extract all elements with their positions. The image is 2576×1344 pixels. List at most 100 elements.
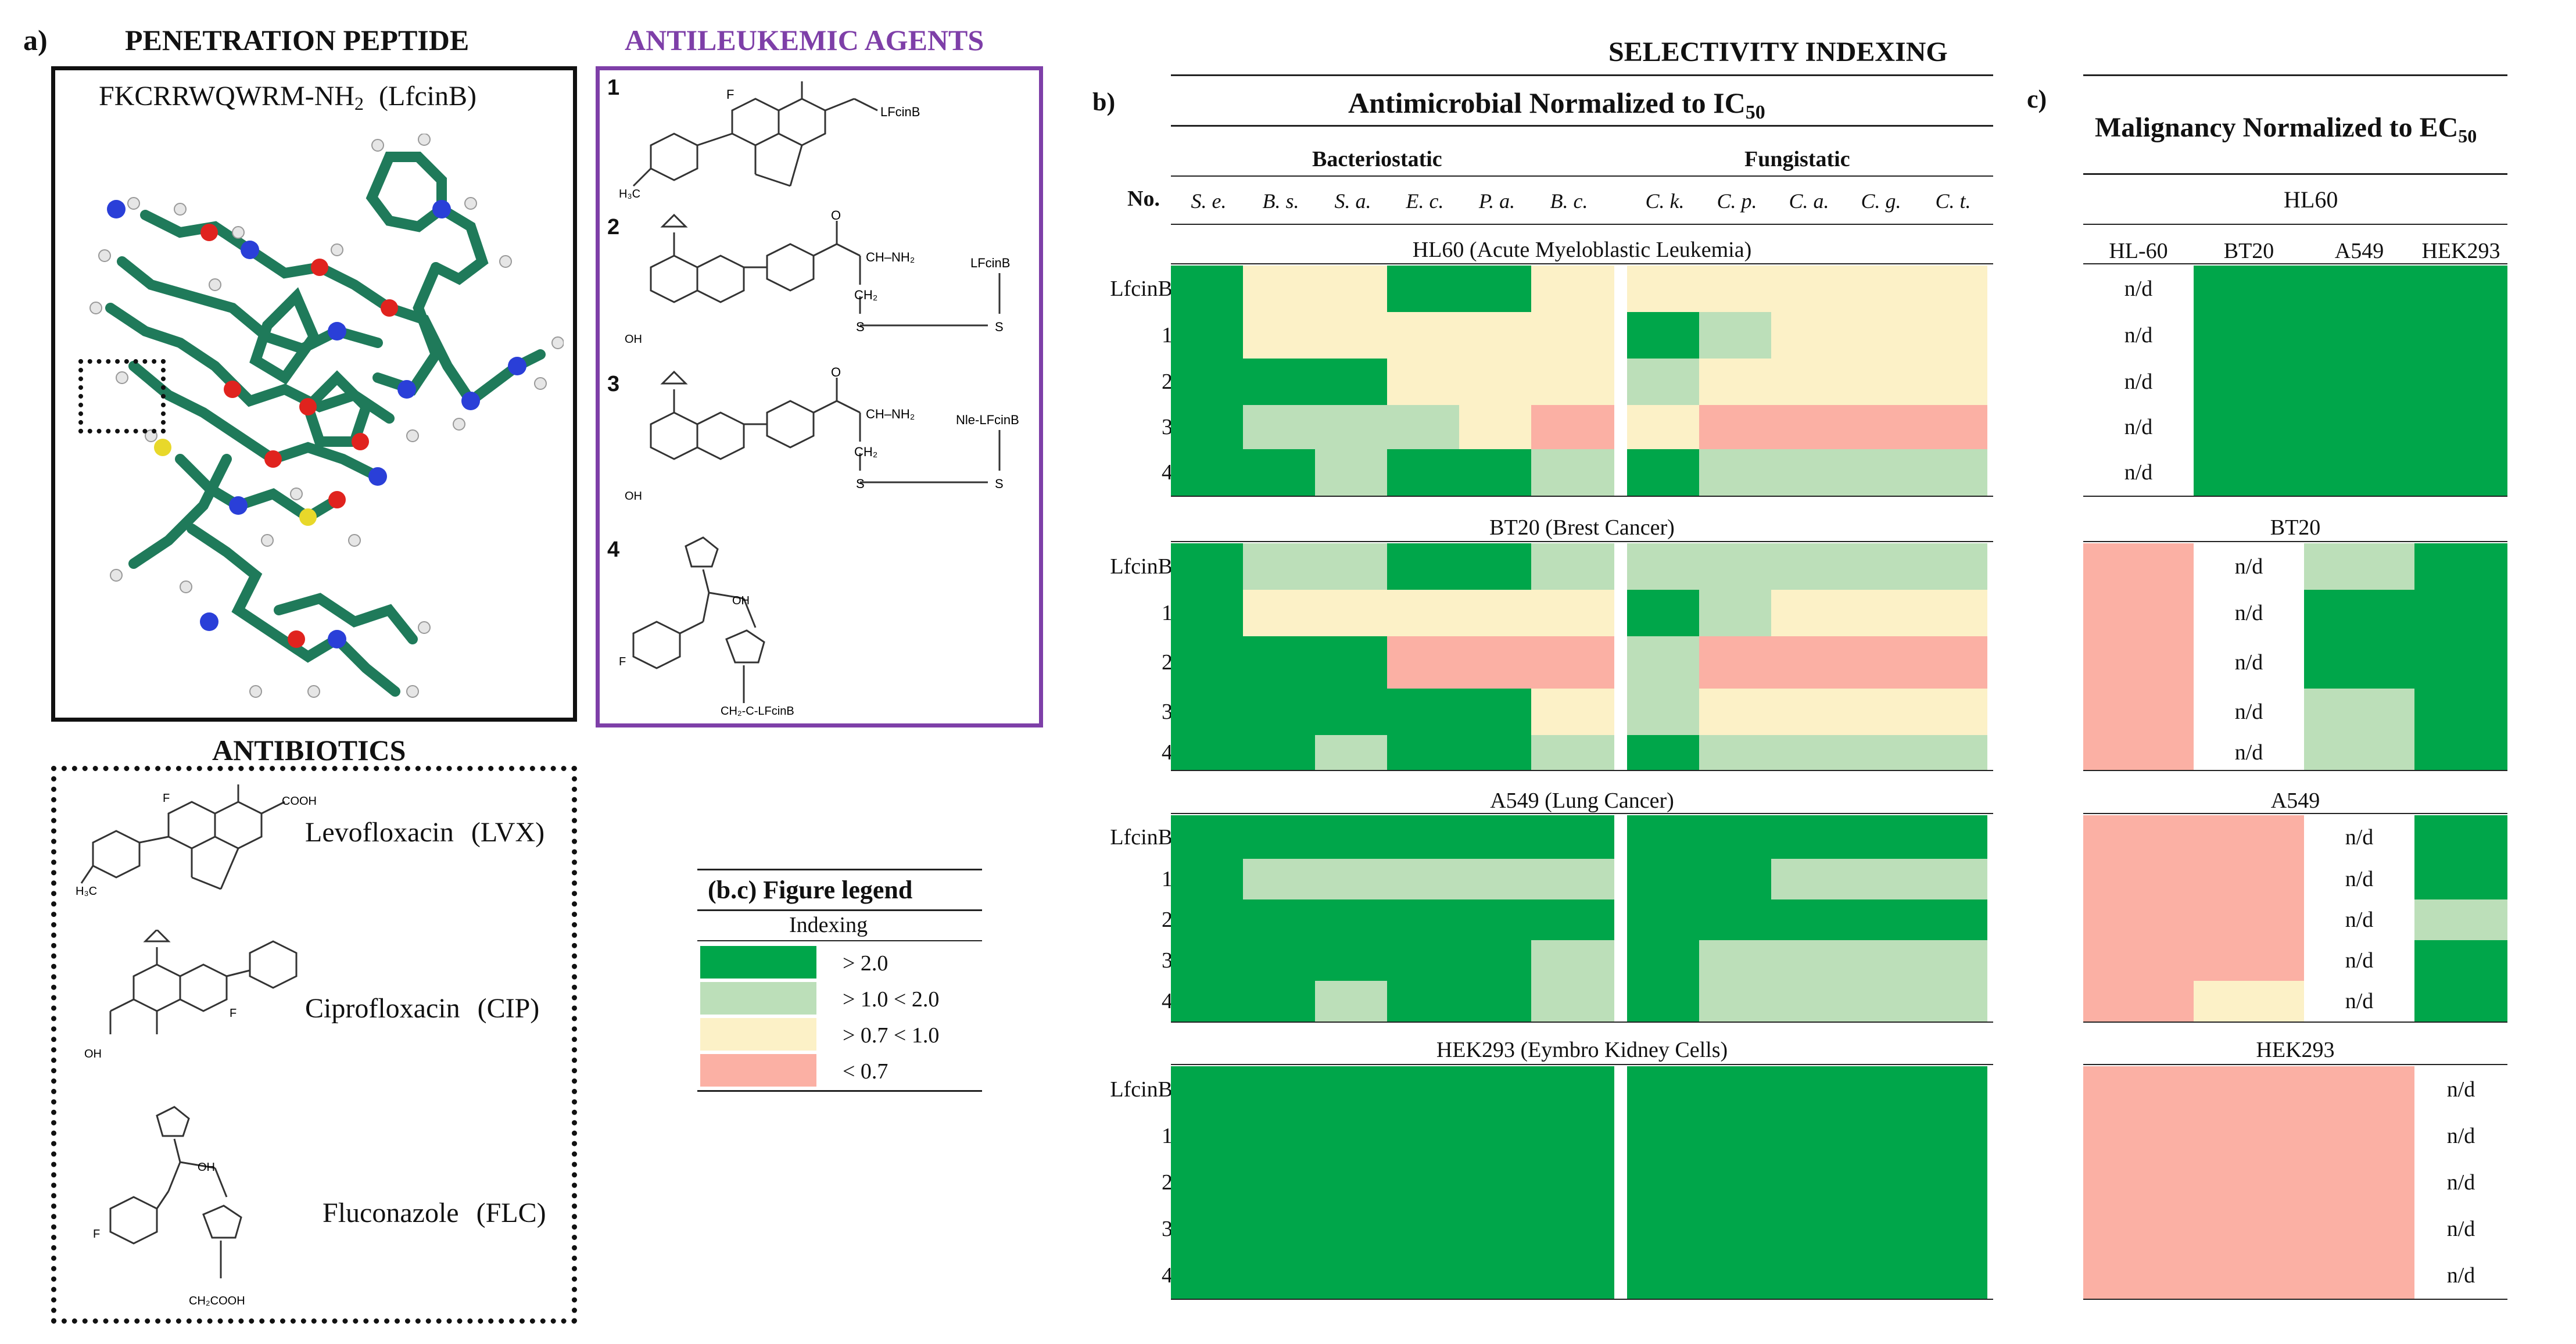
heatmap-cell xyxy=(1699,590,1771,636)
section-bottom-rule xyxy=(1171,770,1993,771)
heatmap-cell xyxy=(1843,899,1915,940)
heatmap-cell xyxy=(1771,735,1843,770)
heatmap-cell xyxy=(1699,899,1771,940)
agent-4-oh: OH xyxy=(732,594,750,607)
heatmap-cell xyxy=(1699,940,1771,981)
panel-c-cell xyxy=(2083,1252,2194,1299)
levofloxacin-structure: COOH H₃C F xyxy=(76,784,317,898)
section-rule xyxy=(1171,541,1993,542)
panel-c-cell xyxy=(2083,636,2194,689)
nd-label: n/d xyxy=(2446,1263,2475,1288)
heatmap-cell xyxy=(1699,1252,1771,1299)
heatmap-cell xyxy=(1315,543,1387,590)
heatmap-cell xyxy=(1771,1066,1843,1113)
panel-c-section-rule xyxy=(2083,541,2507,542)
nd-label: n/d xyxy=(2345,867,2374,891)
panel-c-title-subscript: 50 xyxy=(2458,126,2477,146)
heatmap-cell xyxy=(1627,1252,1699,1299)
column-gap xyxy=(1614,1206,1627,1252)
panel-c-section-title: HEK293 xyxy=(2256,1038,2335,1062)
heatmap-cell xyxy=(1915,266,1987,312)
heatmap-cell xyxy=(1771,590,1843,636)
legend-subtitle-rule xyxy=(697,940,982,941)
panel-c-cell xyxy=(2194,636,2304,689)
heatmap-cell xyxy=(1531,735,1614,770)
panel-c-cell xyxy=(2304,636,2414,689)
heatmap-cell xyxy=(1915,735,1987,770)
organism-header: C. g. xyxy=(1861,189,1901,213)
panel-c-cell xyxy=(2304,1159,2414,1206)
nd-label: n/d xyxy=(2234,740,2263,765)
heatmap-cell xyxy=(1699,1206,1771,1252)
column-gap xyxy=(1614,590,1627,636)
heatmap-cell xyxy=(1699,312,1771,359)
heatmap-cell xyxy=(1243,449,1315,496)
nd-label: n/d xyxy=(2446,1170,2475,1195)
heatmap-cell xyxy=(1387,981,1459,1022)
legend-swatch xyxy=(700,946,816,979)
heatmap-cell xyxy=(1627,543,1699,590)
heatmap-cell xyxy=(1627,405,1699,449)
panel-c-title-rule xyxy=(2083,173,2507,175)
heatmap-cell xyxy=(1243,689,1315,735)
heatmap-cell xyxy=(1459,590,1531,636)
panel-c-cell xyxy=(2083,899,2194,940)
panel-c-cell xyxy=(2194,359,2304,405)
highlight-box xyxy=(78,359,166,433)
agent-2-sulfur-right: S xyxy=(995,320,1004,334)
heatmap-cell xyxy=(1771,543,1843,590)
panel-c-cell xyxy=(2414,981,2507,1022)
column-gap xyxy=(1614,1113,1627,1159)
panel-c-cell xyxy=(2304,405,2414,449)
heatmap-cell xyxy=(1915,940,1987,981)
column-gap xyxy=(1614,1159,1627,1206)
antibiotic-1-abbr: (LVX) xyxy=(471,817,545,848)
panel-c-cell xyxy=(2083,312,2194,359)
heatmap-cell xyxy=(1771,449,1843,496)
heatmap-cell xyxy=(1459,1066,1531,1113)
row-label: 1 xyxy=(1162,867,1173,891)
heatmap-cell xyxy=(1771,312,1843,359)
panel-c-cell xyxy=(2194,689,2304,735)
heatmap-cell xyxy=(1243,266,1315,312)
panel-b-top-rule xyxy=(1171,74,1993,76)
panel-b-title-text: Antimicrobial Normalized to IC xyxy=(1348,87,1746,119)
heatmap-cell xyxy=(1315,266,1387,312)
panel-b-label: b) xyxy=(1092,88,1116,116)
panel-c-cell xyxy=(2194,859,2304,899)
panel-c-cell xyxy=(2083,1066,2194,1113)
heatmap-cell xyxy=(1387,266,1459,312)
section-rule xyxy=(1171,263,1993,264)
antibiotic-2: Ciprofloxacin (CIP) xyxy=(305,992,539,1024)
heatmap-cell xyxy=(1627,312,1699,359)
panel-c-top-rule xyxy=(2083,74,2507,76)
row-label: 3 xyxy=(1162,700,1173,724)
heatmap-cell xyxy=(1243,1113,1315,1159)
heatmap-cell xyxy=(1459,981,1531,1022)
column-gap xyxy=(1614,543,1627,590)
panel-c-cell xyxy=(2083,359,2194,405)
heatmap-cell xyxy=(1531,543,1614,590)
agent-1-structure: LFcinB H₃C F xyxy=(619,81,920,200)
antibiotic-2-name: Ciprofloxacin xyxy=(305,993,460,1024)
panel-c-section-rule xyxy=(2083,1064,2507,1065)
panel-c-cell xyxy=(2083,266,2194,312)
heatmap-cell xyxy=(1459,405,1531,449)
heatmap-cell xyxy=(1387,359,1459,405)
levofloxacin-fluorine: F xyxy=(163,792,170,805)
heatmap-cell xyxy=(1771,859,1843,899)
panel-c-cell xyxy=(2304,1206,2414,1252)
heatmap-cell xyxy=(1627,1206,1699,1252)
panel-c-cell xyxy=(2194,1066,2304,1113)
row-label: 3 xyxy=(1162,415,1173,439)
agent-4-structure: OH CH₂-C-LFcinB F xyxy=(619,536,794,718)
heatmap-cell xyxy=(1171,940,1243,981)
column-gap xyxy=(1614,981,1627,1022)
panel-c-section-bottom-rule xyxy=(2083,496,2507,497)
heatmap-cell xyxy=(1843,543,1915,590)
panel-c-cell xyxy=(2194,405,2304,449)
heatmap-cell xyxy=(1699,1066,1771,1113)
heatmap-cell xyxy=(1771,359,1843,405)
column-gap xyxy=(1614,312,1627,359)
heatmap-cell xyxy=(1459,689,1531,735)
